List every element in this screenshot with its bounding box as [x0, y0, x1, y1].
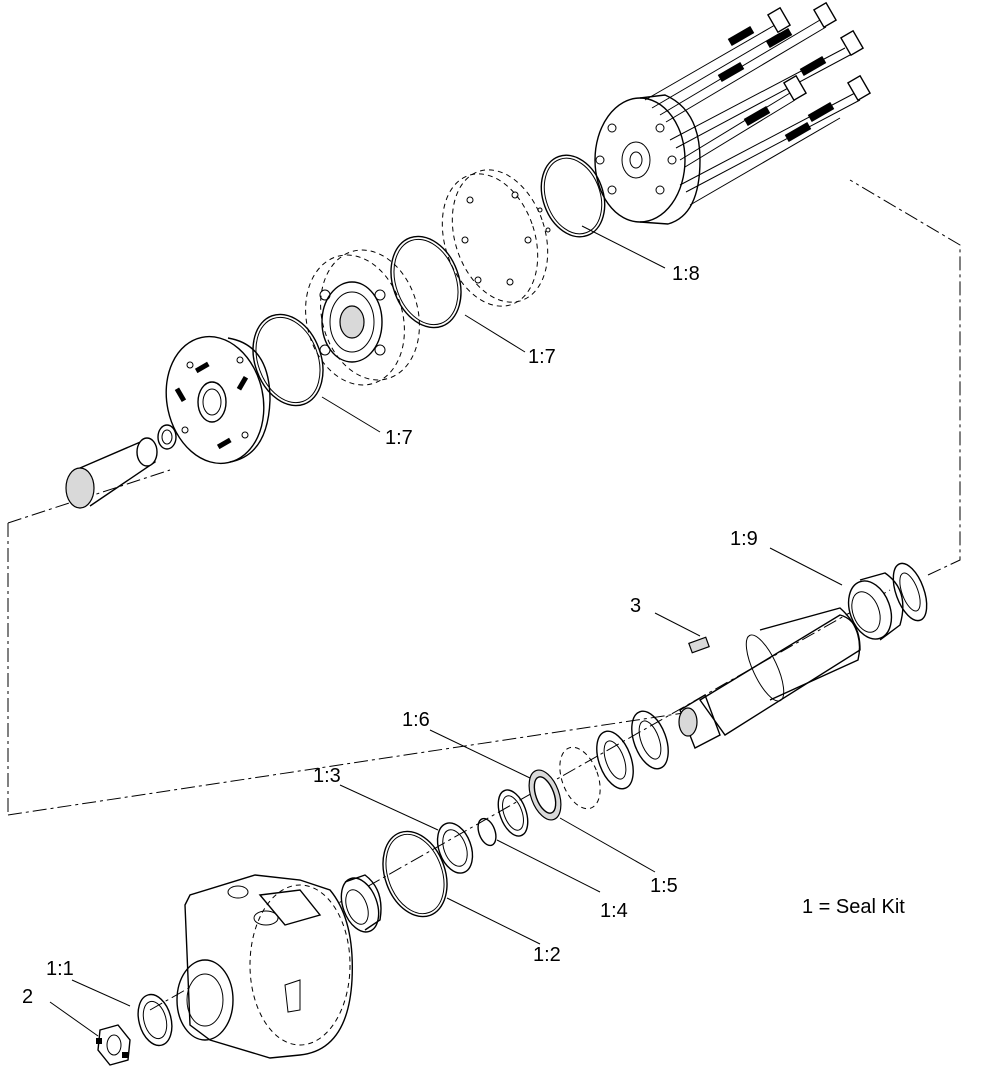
- gerotor-set: [305, 249, 420, 386]
- motor-housing: [176, 874, 354, 1059]
- o-ring-1-7-lower: [252, 313, 324, 407]
- callout-1-9: 1:9: [730, 528, 758, 550]
- callout-1-6: 1:6: [402, 709, 430, 731]
- callout-1-5: 1:5: [650, 875, 678, 897]
- callout-3: 3: [630, 595, 641, 617]
- end-cover: [594, 94, 701, 225]
- callout-1-3: 1:3: [313, 765, 341, 787]
- o-ring-1-7-upper: [390, 235, 462, 329]
- wear-plate: [165, 335, 271, 465]
- callout-1-7-lower: 1:7: [385, 427, 413, 449]
- valve-plate: [441, 169, 551, 307]
- alignment-centerline: [7, 179, 961, 1011]
- callout-2: 2: [22, 986, 33, 1008]
- o-ring-1-8: [540, 154, 606, 238]
- seal-1-6: [528, 769, 562, 821]
- callout-1-7-upper: 1:7: [528, 346, 556, 368]
- front-bearing: [340, 874, 382, 933]
- callout-1-2: 1:2: [533, 944, 561, 966]
- o-ring-1-2: [382, 830, 448, 918]
- callout-labels: 1:8 1:7 1:7 1:9 3 1:6 1:3 1:5 1:4 1:2 1:…: [22, 263, 905, 1008]
- cover-bolts: [644, 1, 872, 206]
- needle-bearing-1-9: [847, 572, 904, 641]
- ring-1-4: [477, 817, 497, 847]
- thrust-bearing-upper: [892, 562, 928, 622]
- seal-kit-legend: 1 = Seal Kit: [802, 896, 905, 918]
- main-shaft: [678, 607, 861, 749]
- washer-1-5: [497, 789, 529, 837]
- castle-nut-2: [96, 1024, 131, 1066]
- shaft-seal-1-1: [137, 993, 173, 1047]
- threaded-studs: [717, 26, 835, 142]
- callout-1-1: 1:1: [46, 958, 74, 980]
- key-3: [688, 636, 710, 654]
- seal-1-3: [436, 822, 474, 874]
- callout-1-8: 1:8: [672, 263, 700, 285]
- drive-link: [65, 424, 177, 509]
- thrust-washers: [559, 710, 669, 810]
- leader-lines: [49, 225, 843, 1037]
- callout-1-4: 1:4: [600, 900, 628, 922]
